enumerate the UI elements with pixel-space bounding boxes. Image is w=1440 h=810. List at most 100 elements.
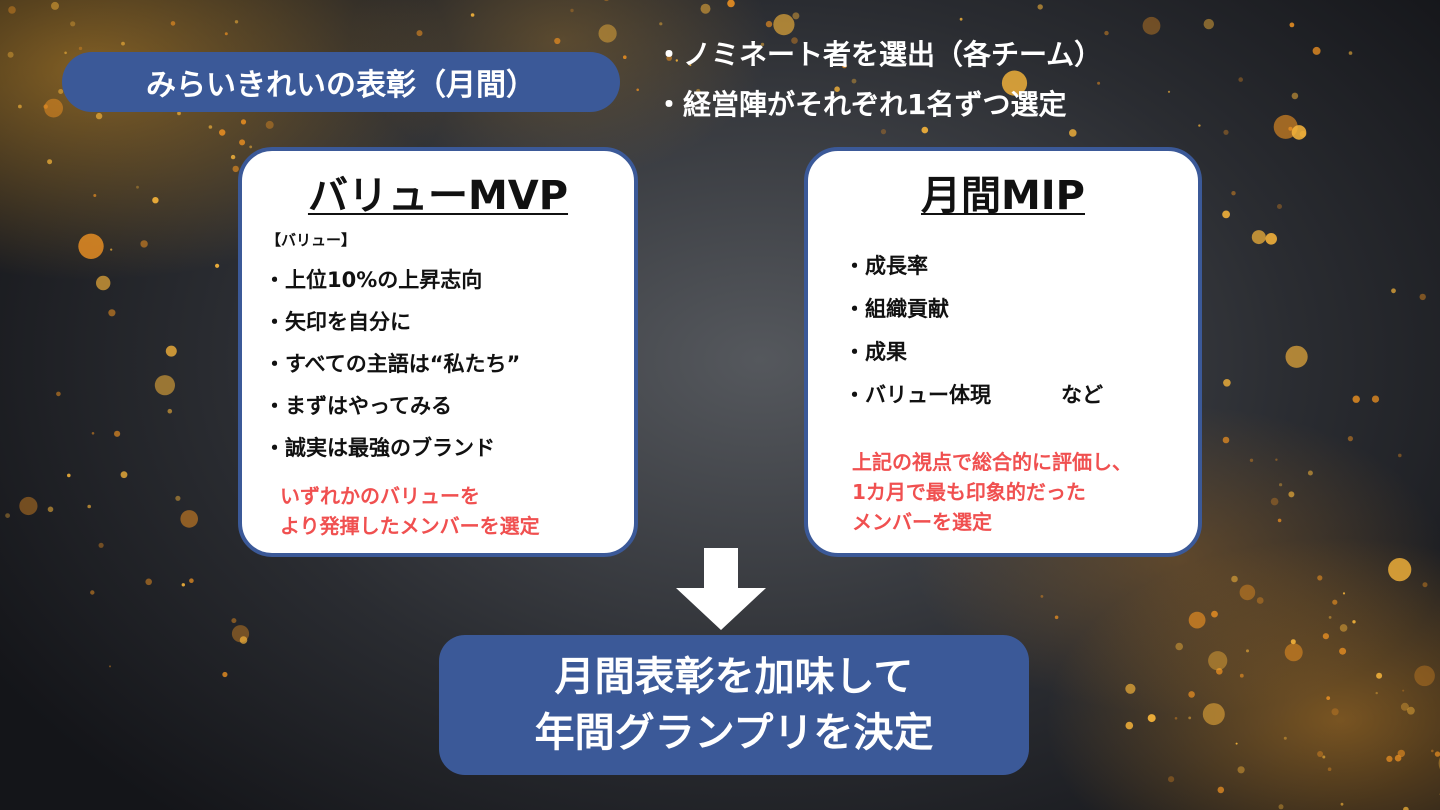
sparkle xyxy=(1398,453,1402,458)
sparkle xyxy=(1125,683,1136,694)
sparkle xyxy=(1400,702,1409,711)
sparkle xyxy=(136,185,139,189)
list-item: ・誠実は最強のブランド xyxy=(264,436,495,460)
sparkle xyxy=(51,1,59,10)
sparkle xyxy=(56,391,61,397)
sparkle xyxy=(181,583,185,587)
sparkle xyxy=(64,51,67,55)
sparkle xyxy=(765,20,773,28)
sparkle xyxy=(1249,458,1254,462)
sparkle xyxy=(1188,691,1195,698)
sparkle xyxy=(1299,130,1307,138)
sparkle xyxy=(265,120,274,129)
sparkle xyxy=(87,504,91,509)
sparkle xyxy=(78,46,83,51)
sparkle xyxy=(1198,124,1201,127)
sparkle xyxy=(224,32,228,36)
result-line: 月間表彰を加味して xyxy=(554,654,914,700)
sparkle xyxy=(1434,751,1440,757)
sparkle xyxy=(1054,615,1059,620)
sparkle xyxy=(1352,395,1360,403)
sparkle xyxy=(1317,575,1323,581)
sparkle xyxy=(234,20,239,24)
sparkle xyxy=(623,55,627,59)
sparkle xyxy=(666,55,672,61)
sparkle xyxy=(154,375,175,396)
sparkle xyxy=(1331,708,1339,716)
annual-grand-prix-box: 月間表彰を加味して 年間グランプリを決定 xyxy=(439,635,1029,775)
sparkle xyxy=(180,510,198,528)
sparkle xyxy=(1327,767,1332,771)
sparkle xyxy=(110,248,113,251)
sparkle xyxy=(121,41,125,46)
sparkle xyxy=(1391,288,1396,294)
sparkle xyxy=(1168,776,1175,783)
sparkle xyxy=(570,8,574,13)
sparkle xyxy=(1388,558,1412,582)
mip-criteria-list: ・成長率 ・組織貢献 ・成果 ・バリュー体現など xyxy=(844,245,1103,417)
sparkle xyxy=(140,240,148,248)
sparkle xyxy=(659,22,663,26)
sparkle xyxy=(1202,703,1225,726)
sparkle xyxy=(1285,345,1308,368)
sparkle xyxy=(175,495,181,501)
sparkle xyxy=(1208,651,1228,671)
sparkle xyxy=(1386,755,1393,763)
sparkle xyxy=(1307,470,1313,476)
sparkle xyxy=(1275,458,1278,461)
sparkle xyxy=(1167,90,1171,93)
sparkle xyxy=(1283,736,1287,740)
sparkle xyxy=(1317,751,1324,757)
sparkle xyxy=(921,126,929,134)
sparkle xyxy=(1422,582,1428,588)
sparkle xyxy=(67,473,71,478)
sparkle xyxy=(1371,395,1380,403)
sparkle xyxy=(700,3,711,14)
sparkle xyxy=(70,21,76,27)
list-item: ・成果 xyxy=(844,340,907,364)
sparkle xyxy=(170,21,176,26)
sparkle xyxy=(1279,483,1283,487)
sparkle xyxy=(1273,114,1298,139)
sparkle xyxy=(47,506,54,513)
sparkle xyxy=(1239,673,1244,678)
sparkle xyxy=(554,37,561,45)
sparkle xyxy=(880,129,887,135)
sparkle xyxy=(1239,584,1256,601)
sparkle xyxy=(1288,126,1293,131)
selection-bullet: ・ノミネート者を選出（各チーム） xyxy=(655,38,1103,71)
sparkle xyxy=(167,408,173,414)
down-arrow-icon xyxy=(676,548,766,630)
sparkle xyxy=(1270,497,1279,506)
sparkle xyxy=(90,590,95,595)
list-item: ・組織貢献 xyxy=(844,297,949,321)
etc-label: など xyxy=(1061,383,1103,407)
sparkle xyxy=(1069,129,1077,137)
list-item: ・上位10%の上昇志向 xyxy=(264,268,483,292)
sparkle xyxy=(1222,210,1230,219)
sparkle xyxy=(78,233,104,259)
list-item: ・バリュー体現など xyxy=(844,383,1103,407)
sparkle xyxy=(1397,749,1406,758)
sparkle xyxy=(1342,592,1346,595)
list-item: ・すべての主語は“私たち” xyxy=(264,352,521,376)
selection-bullet: ・経営陣がそれぞれ1名ずつ選定 xyxy=(655,88,1067,121)
sparkle xyxy=(114,430,121,437)
sparkle xyxy=(208,125,213,129)
sparkle xyxy=(1403,806,1409,810)
sparkle xyxy=(58,89,64,94)
sparkle xyxy=(773,14,795,36)
sparkle xyxy=(1222,436,1230,444)
sparkle xyxy=(1328,616,1332,619)
page-title: みらいきれいの表彰（月間） xyxy=(62,52,620,112)
sparkle xyxy=(1231,191,1236,196)
sparkle xyxy=(231,618,237,624)
sparkle xyxy=(1147,714,1156,723)
sparkle xyxy=(636,88,639,92)
sparkle xyxy=(91,432,95,435)
sparkle xyxy=(145,578,152,586)
sparkle xyxy=(1339,624,1348,632)
sparkle xyxy=(1312,46,1321,55)
list-item: ・矢印を自分に xyxy=(264,310,411,334)
sparkle xyxy=(1188,611,1206,629)
